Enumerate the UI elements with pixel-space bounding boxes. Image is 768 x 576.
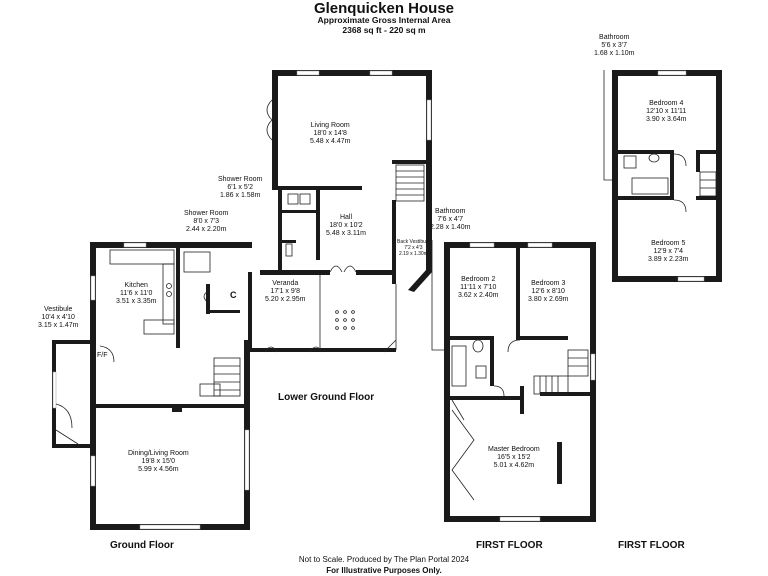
room-back-vestibule: Back Vestibule 7'2 x 4'3 2.19 x 1.30m <box>397 239 430 257</box>
room-imperial: 17'1 x 9'8 <box>270 288 300 296</box>
room-metric: 3.51 x 3.35m <box>116 298 157 306</box>
room-bedroom-5: Bedroom 5 12'9 x 7'4 3.89 x 2.23m <box>648 240 688 264</box>
room-name: Kitchen <box>124 282 148 289</box>
footer-illustrative: For Illustrative Purposes Only. <box>326 566 442 575</box>
room-name: Master Bedroom <box>488 446 540 453</box>
room-metric: 2.19 x 1.30m <box>398 250 428 257</box>
room-kitchen: Kitchen 11'6 x 11'0 3.51 x 3.35m <box>116 282 156 306</box>
room-bedroom-4: Bedroom 4 12'10 x 11'11 3.90 x 3.64m <box>646 100 686 124</box>
room-master-bedroom: Master Bedroom 16'5 x 15'2 5.01 x 4.62m <box>488 446 540 470</box>
room-imperial: 8'0 x 7'3 <box>193 218 219 226</box>
floor-label-lower-ground: Lower Ground Floor <box>278 392 375 403</box>
room-imperial: 10'4 x 4'10 <box>41 314 75 322</box>
room-name: Shower Room <box>184 210 229 217</box>
room-metric: 3.89 x 2.23m <box>648 256 689 264</box>
area-value: 2368 sq ft - 220 sq m <box>342 25 426 35</box>
room-imperial: 5'6 x 3'7 <box>601 42 628 50</box>
room-shower-room-2: Shower Room 8'0 x 7'3 2.44 x 2.20m <box>184 210 228 234</box>
room-metric: 5.99 x 4.56m <box>138 466 179 474</box>
room-imperial: 11'11 x 7'10 <box>460 284 497 292</box>
room-vestibule: Vestibule 10'4 x 4'10 3.15 x 1.47m <box>38 306 78 330</box>
room-name: Dining/Living Room <box>128 450 189 457</box>
room-imperial: 6'1 x 5'2 <box>227 184 253 192</box>
room-hall: Hall 18'0 x 10'2 5.48 x 3.11m <box>326 214 366 238</box>
footer-note: Not to Scale. Produced by The Plan Porta… <box>298 555 470 564</box>
room-name: Bedroom 5 <box>651 240 686 247</box>
cupboard-label: C <box>230 290 237 300</box>
floor-label-first-1: FIRST FLOOR <box>476 540 543 551</box>
room-imperial: 7'6 x 4'7 <box>437 216 464 224</box>
room-name: Bedroom 3 <box>531 280 566 287</box>
room-dining-living-room: Dining/Living Room 19'8 x 15'0 5.99 x 4.… <box>128 450 189 474</box>
room-metric: 3.62 x 2.40m <box>458 292 499 300</box>
room-name: Bedroom 4 <box>649 100 684 107</box>
room-metric: 1.68 x 1.10m <box>594 50 635 58</box>
first-floor-right-walls <box>603 70 722 282</box>
room-bedroom-3: Bedroom 3 12'6 x 8'10 3.80 x 2.69m <box>528 280 568 304</box>
room-bathroom-2: Bathroom 5'6 x 3'7 1.68 x 1.10m <box>594 34 634 58</box>
room-name: Vestibule <box>44 306 73 313</box>
room-imperial: 19'8 x 15'0 <box>141 458 176 466</box>
main-floor-walls <box>248 70 432 353</box>
room-imperial: 16'5 x 15'2 <box>497 454 531 462</box>
floor-label-ground: Ground Floor <box>110 540 174 551</box>
room-name: Bathroom <box>435 208 466 215</box>
room-name: Veranda <box>272 280 299 287</box>
page-title: Glenquicken House <box>313 0 455 17</box>
room-bedroom-2: Bedroom 2 11'11 x 7'10 3.62 x 2.40m <box>458 276 498 300</box>
fridge-freezer-label: F/F <box>97 352 108 359</box>
room-metric: 2.44 x 2.20m <box>185 226 227 234</box>
room-metric: 3.80 x 2.69m <box>528 296 569 304</box>
room-imperial: 18'0 x 14'8 <box>313 130 347 138</box>
room-imperial: 7'2 x 4'3 <box>404 244 423 251</box>
room-name: Hall <box>339 214 352 221</box>
first-floor-walls <box>431 240 596 522</box>
room-metric: 5.20 x 2.95m <box>265 296 306 304</box>
room-bathroom-1: Bathroom 7'6 x 4'7 2.28 x 1.40m <box>430 208 470 232</box>
room-imperial: 12'6 x 8'10 <box>531 288 565 296</box>
room-name: Shower Room <box>218 176 263 183</box>
room-name: Back Vestibule <box>397 239 430 245</box>
room-name: Living Room <box>310 122 350 129</box>
room-imperial: 12'9 x 7'4 <box>653 248 683 256</box>
area-label: Approximate Gross Internal Area <box>317 15 451 25</box>
room-metric: 3.90 x 3.64m <box>646 116 687 124</box>
room-metric: 1.86 x 1.58m <box>219 192 261 200</box>
room-imperial: 11'6 x 11'0 <box>120 290 153 298</box>
room-metric: 2.28 x 1.40m <box>430 224 471 232</box>
room-metric: 5.48 x 4.47m <box>310 138 351 146</box>
room-name: Bathroom <box>599 34 630 41</box>
room-metric: 5.48 x 3.11m <box>326 230 366 238</box>
room-imperial: 18'0 x 10'2 <box>329 222 363 230</box>
room-shower-room-1: Shower Room 6'1 x 5'2 1.86 x 1.58m <box>218 176 262 200</box>
room-metric: 3.15 x 1.47m <box>38 322 79 330</box>
room-living-room: Living Room 18'0 x 14'8 5.48 x 4.47m <box>310 122 350 146</box>
room-name: Bedroom 2 <box>461 276 496 283</box>
ground-floor-walls <box>52 242 252 530</box>
room-imperial: 12'10 x 11'11 <box>646 108 687 116</box>
room-metric: 5.01 x 4.62m <box>493 462 535 470</box>
floor-label-first-2: FIRST FLOOR <box>618 540 685 551</box>
room-veranda: Veranda 17'1 x 9'8 5.20 x 2.95m <box>265 280 305 304</box>
